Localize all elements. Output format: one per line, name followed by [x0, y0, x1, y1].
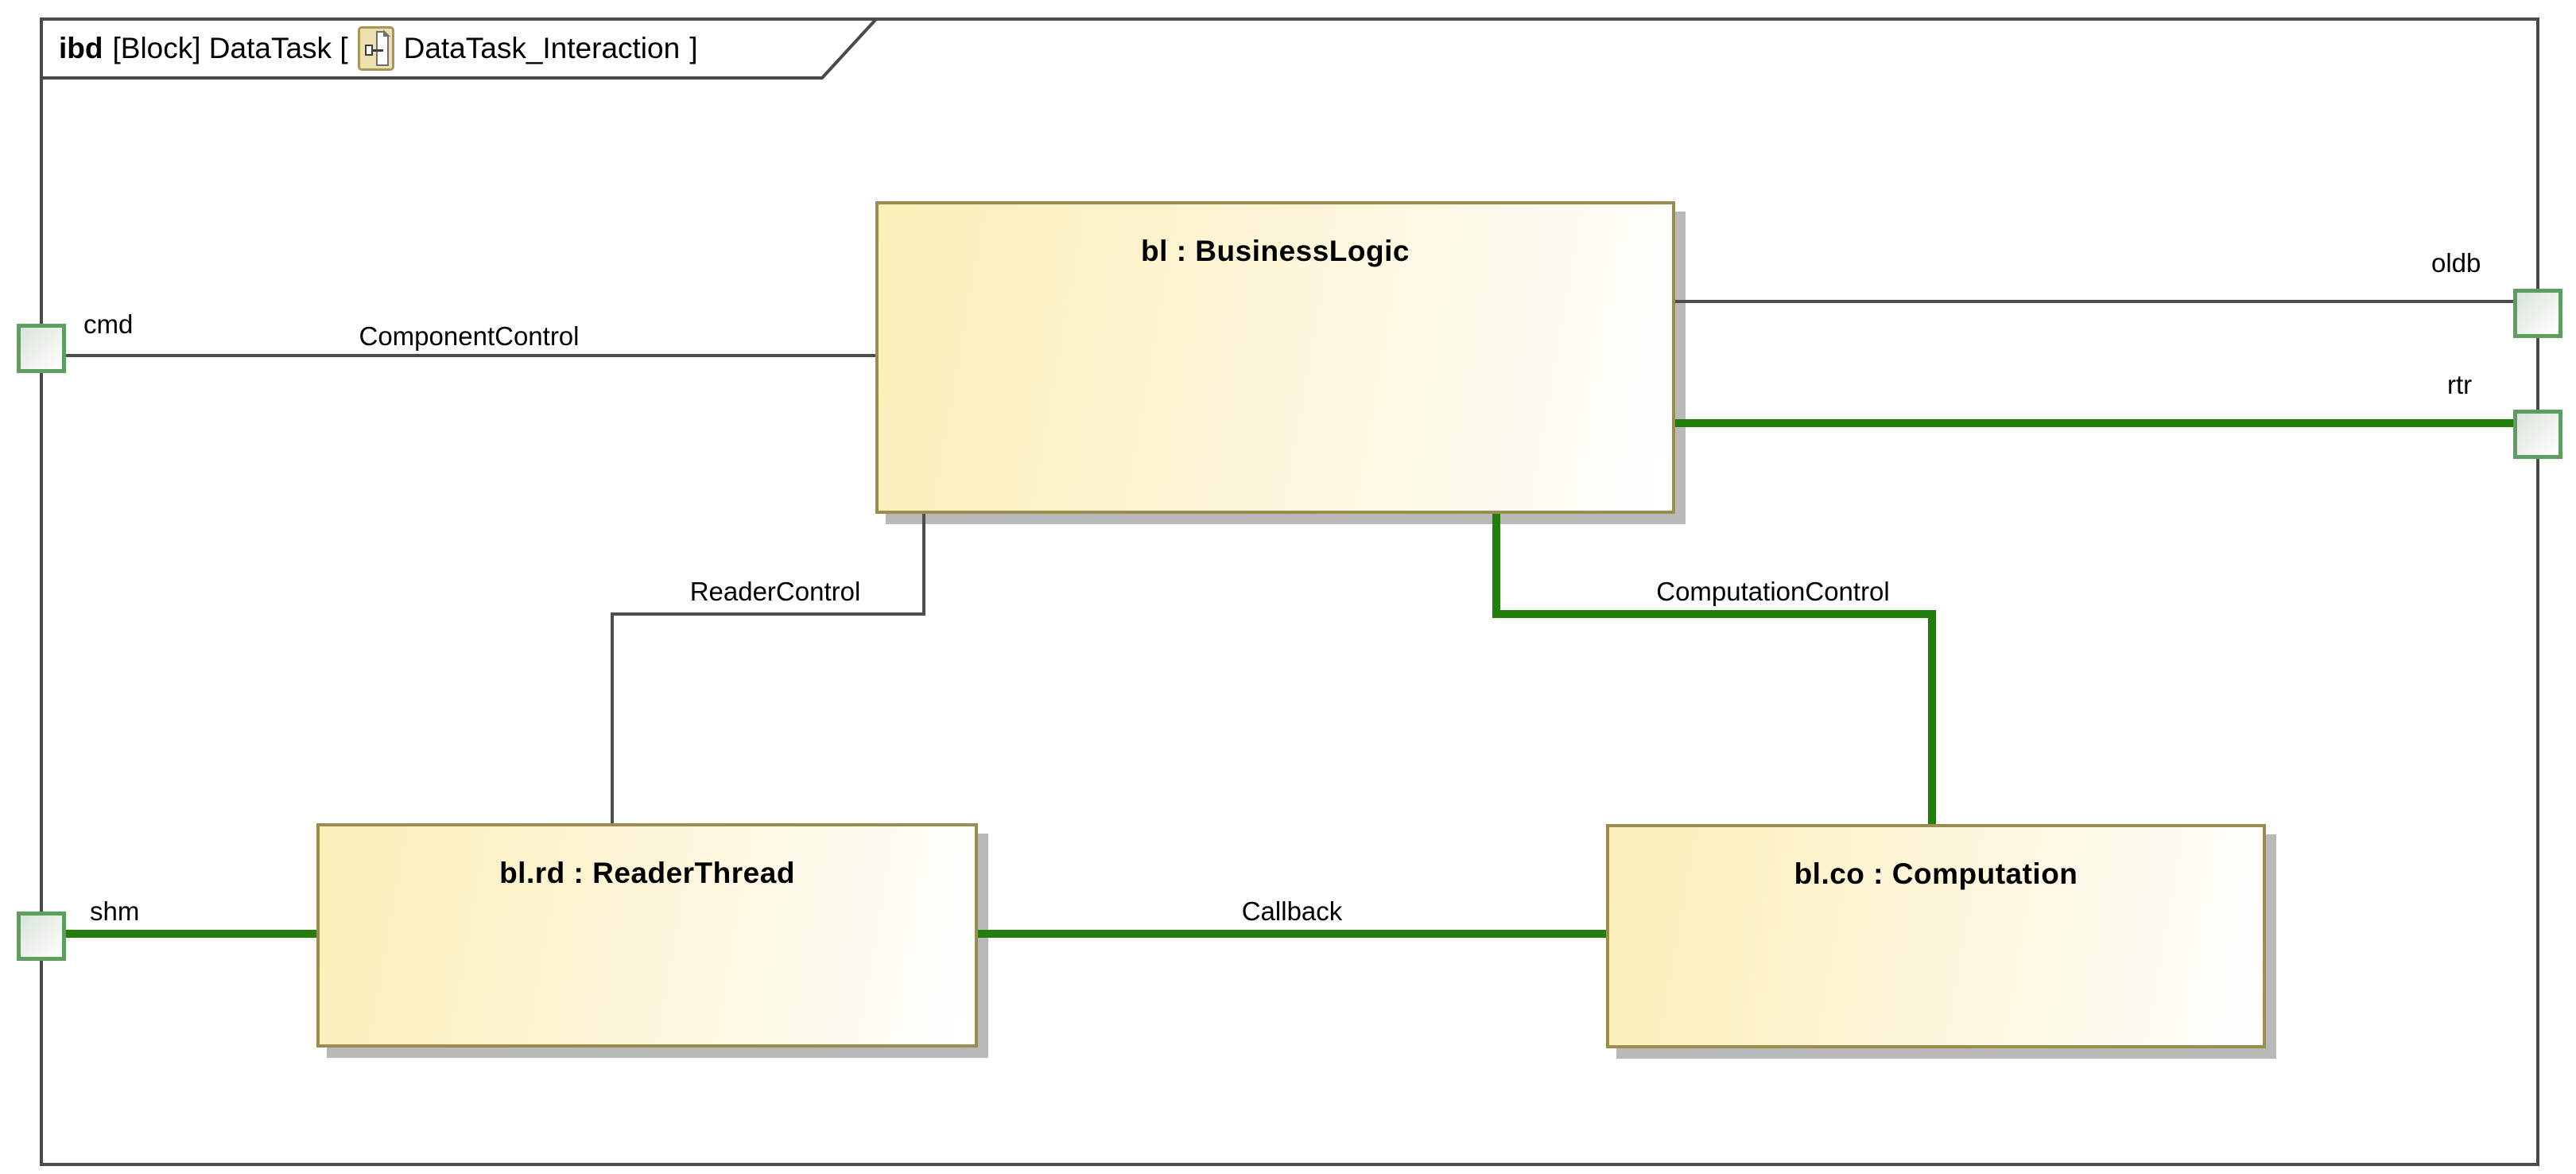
diagram-type-icon	[357, 26, 394, 71]
port-label-rtr: rtr	[2447, 370, 2473, 399]
port-oldb[interactable]	[2513, 289, 2562, 338]
diagram-kind-label: ibd	[59, 32, 103, 64]
port-label-shm: shm	[90, 896, 140, 926]
block-businesslogic-title: bl : BusinessLogic	[1141, 235, 1410, 267]
port-cmd[interactable]	[17, 324, 66, 373]
port-label-cmd: cmd	[83, 309, 134, 339]
connector-label-readercontrol: ReaderControl	[689, 577, 861, 606]
port-shm[interactable]	[17, 912, 66, 961]
block-computation-title: bl.co : Computation	[1794, 857, 2078, 890]
diagram-title: ibd [Block] DataTask [ DataTask_Interact…	[59, 22, 697, 75]
diagram-frame	[40, 17, 2539, 1166]
port-rtr[interactable]	[2513, 410, 2562, 459]
block-computation[interactable]: bl.co : Computation	[1606, 824, 2266, 1048]
connector-label-computationcontrol: ComputationControl	[1656, 577, 1890, 606]
connector-label-callback: Callback	[1241, 896, 1343, 926]
diagram-icon-page	[375, 31, 389, 66]
diagram-title-tab-shape	[40, 17, 880, 80]
connector-label-componentcontrol: ComponentControl	[359, 321, 580, 351]
block-businesslogic[interactable]: bl : BusinessLogic	[875, 201, 1675, 514]
diagram-title-closing-bracket: ]	[689, 32, 698, 64]
port-label-oldb: oldb	[2431, 248, 2481, 278]
block-readerthread[interactable]: bl.rd : ReaderThread	[316, 823, 978, 1048]
diagram-icon-page-fold	[382, 29, 390, 37]
block-readerthread-title: bl.rd : ReaderThread	[499, 857, 795, 889]
connector-readercontrol-line[interactable]	[611, 514, 925, 823]
connector-computationcontrol-line[interactable]	[1492, 514, 1936, 824]
diagram-icon-link	[371, 49, 383, 52]
diagram-name-label: DataTask_Interaction	[403, 32, 681, 64]
diagram-context-label: [Block] DataTask [	[112, 32, 348, 64]
